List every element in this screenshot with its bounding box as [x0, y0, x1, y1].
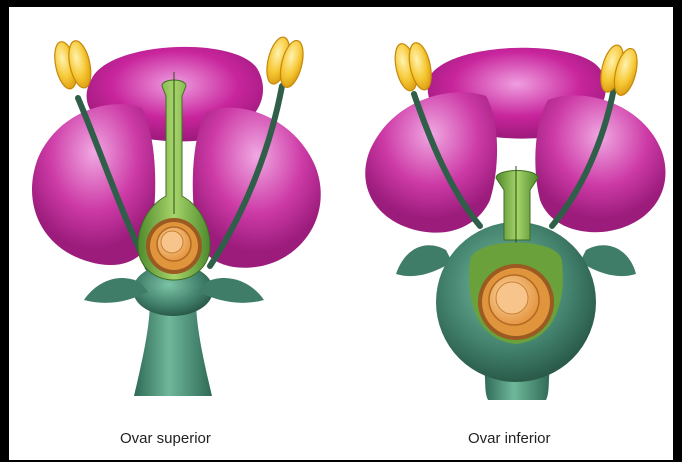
- petal-right-right: [535, 95, 665, 232]
- anther-right-left: [263, 35, 308, 90]
- flower-inferior-ovary: [365, 39, 665, 400]
- caption-superior-ovary: Ovar superior: [120, 430, 211, 447]
- petal-left-right: [365, 92, 497, 232]
- flower-superior-ovary: [32, 35, 321, 396]
- anther-left-left: [51, 37, 95, 93]
- anther-right-right: [597, 43, 642, 98]
- ovule-inner-right: [496, 282, 528, 314]
- ovule-inner-left: [161, 231, 183, 253]
- caption-inferior-ovary: Ovar inferior: [468, 430, 551, 447]
- anther-left-right: [391, 39, 435, 95]
- petal-right-left: [193, 108, 321, 268]
